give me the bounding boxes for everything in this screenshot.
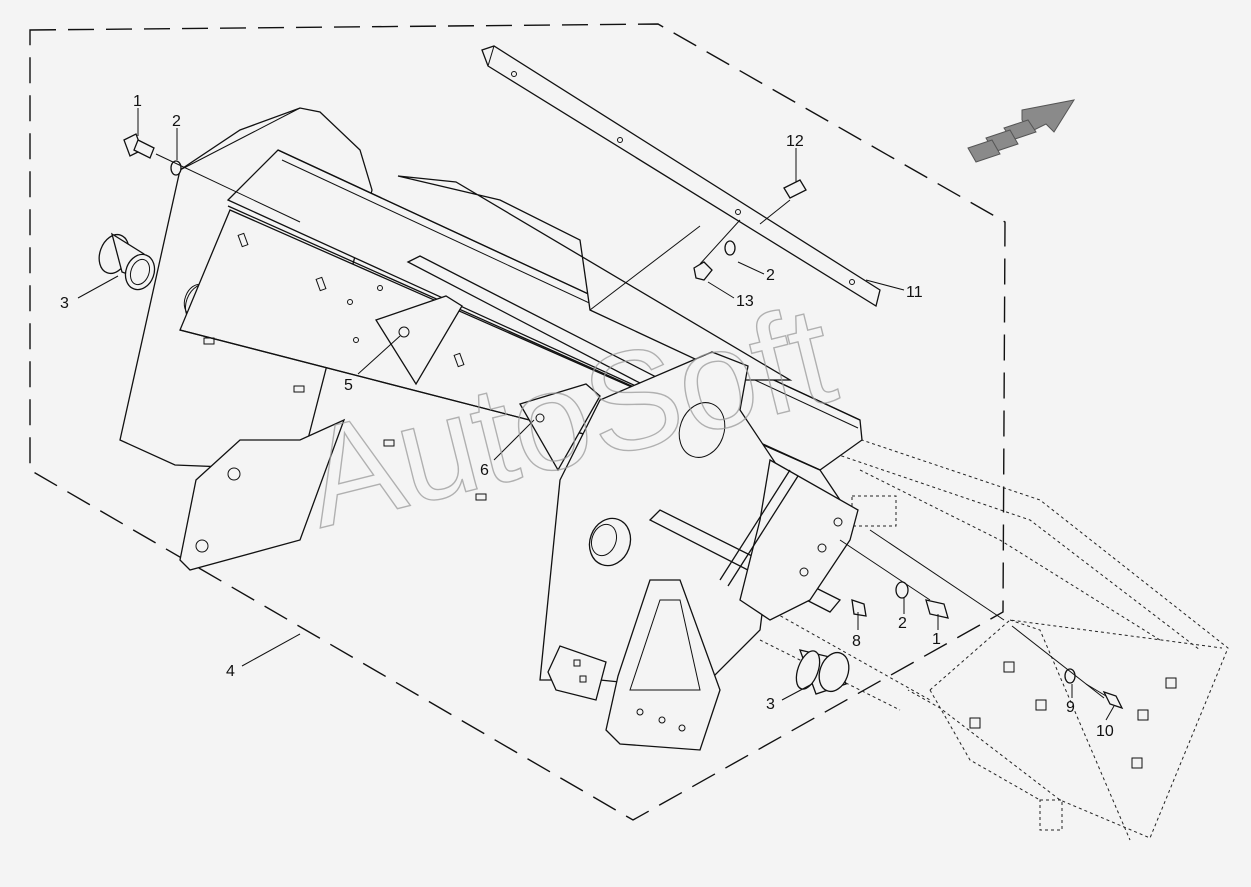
callout-9: 9 bbox=[1066, 699, 1075, 716]
leader-lines bbox=[77, 108, 1115, 721]
bracket-6 bbox=[519, 383, 601, 472]
callout-2-right: 2 bbox=[898, 615, 907, 632]
bracket-5 bbox=[375, 295, 463, 386]
assembly-boundary bbox=[29, 23, 1006, 821]
callout-5: 5 bbox=[344, 377, 353, 394]
callout-2-mid: 2 bbox=[766, 267, 775, 284]
flat-plate bbox=[481, 45, 881, 308]
callout-12: 12 bbox=[786, 133, 804, 150]
callout-3-left: 3 bbox=[60, 295, 69, 312]
bushing-left bbox=[98, 232, 156, 291]
callout-1-top: 1 bbox=[133, 93, 142, 110]
bushing-bottom bbox=[795, 649, 850, 695]
callout-2-top: 2 bbox=[172, 113, 181, 130]
main-frame bbox=[119, 107, 863, 751]
callout-8: 8 bbox=[852, 633, 861, 650]
callout-labels: 1 2 3 4 5 6 12 2 13 11 8 2 1 3 9 10 bbox=[60, 93, 1114, 740]
callout-3-bottom: 3 bbox=[766, 696, 775, 713]
callout-13: 13 bbox=[736, 293, 754, 310]
callout-11: 11 bbox=[906, 284, 923, 301]
forward-direction-arrow-icon bbox=[967, 99, 1076, 163]
callout-10: 10 bbox=[1096, 723, 1114, 740]
callout-6: 6 bbox=[480, 462, 489, 479]
callout-1-right: 1 bbox=[932, 631, 941, 648]
callout-4: 4 bbox=[226, 663, 235, 680]
axis-lines bbox=[155, 153, 1105, 699]
